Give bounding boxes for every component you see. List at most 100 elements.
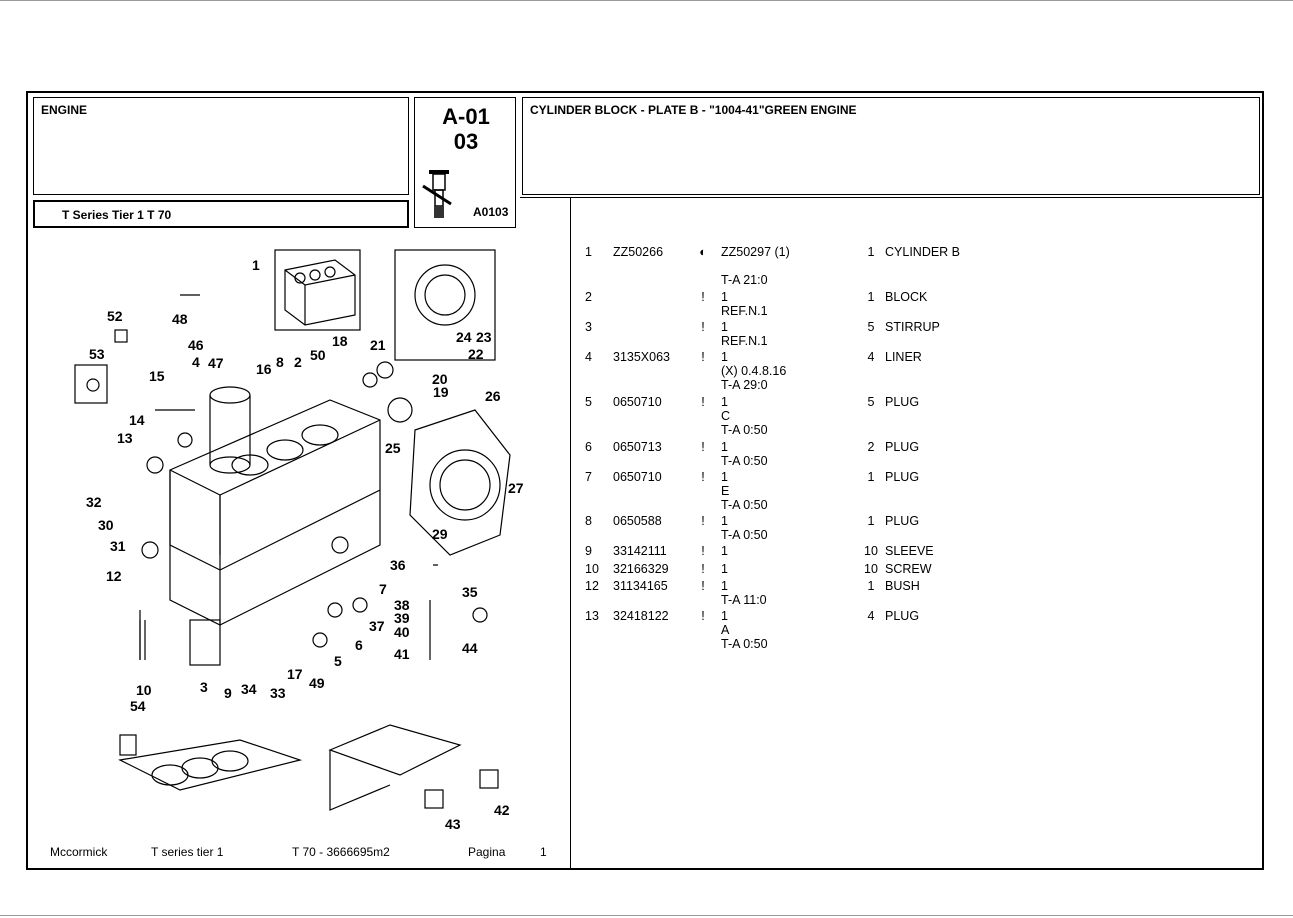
part-detail-line: T-A 29:0	[721, 378, 768, 392]
part-mark: !	[701, 320, 705, 334]
part-quantity: 1	[867, 470, 875, 484]
callout-37: 37	[369, 618, 385, 634]
callout-16: 16	[256, 361, 272, 377]
part-position: 6	[585, 440, 592, 454]
code-line-2: 03	[453, 129, 479, 154]
part-detail-line: ZZ50297 (1)	[721, 245, 790, 259]
callout-4: 4	[192, 354, 200, 370]
footer-model: T 70 - 3666695m2	[292, 845, 390, 859]
part-detail-line: C	[721, 409, 731, 423]
part-code: 32418122	[613, 609, 669, 623]
callout-31: 31	[110, 538, 126, 554]
part-position: 9	[585, 544, 592, 558]
part-position: 8	[585, 514, 592, 528]
part-description: STIRRUP	[885, 320, 940, 334]
divider-rule	[520, 197, 1263, 198]
part-detail-line: 1	[721, 290, 728, 304]
part-detail-line: T-A 0:50	[721, 528, 768, 542]
part-code: 32166329	[613, 562, 669, 576]
part-detail-line: T-A 21:0	[721, 273, 768, 287]
part-detail-line: 1	[721, 395, 728, 409]
callout-43: 43	[445, 816, 461, 832]
callout-10: 10	[136, 682, 152, 698]
callout-22: 22	[468, 346, 484, 362]
part-details: 1	[721, 544, 728, 558]
part-detail-line	[721, 259, 790, 273]
part-quantity: 1	[867, 579, 875, 593]
part-position: 10	[585, 562, 599, 576]
callout-13: 13	[117, 430, 133, 446]
callout-49: 49	[309, 675, 325, 691]
part-mark: !	[701, 609, 705, 623]
figure-ref: A0103	[473, 205, 509, 219]
callout-50: 50	[310, 347, 326, 363]
callout-53: 53	[89, 346, 105, 362]
callout-52: 52	[107, 308, 123, 324]
part-quantity: 1	[867, 290, 875, 304]
part-detail-line: REF.N.1	[721, 334, 768, 348]
part-position: 7	[585, 470, 592, 484]
page-frame	[26, 91, 1264, 870]
callout-44: 44	[462, 640, 478, 656]
part-quantity: 1	[867, 514, 875, 528]
callout-3: 3	[200, 679, 208, 695]
series-box: T Series Tier 1 T 70	[33, 200, 409, 228]
part-mark: ◐	[699, 245, 707, 259]
callout-35: 35	[462, 584, 478, 600]
part-detail-line: 1	[721, 440, 728, 454]
footer-page-label: Pagina	[468, 845, 506, 859]
callout-32: 32	[86, 494, 102, 510]
callout-7: 7	[379, 581, 387, 597]
callout-46: 46	[188, 337, 204, 353]
callout-39: 39	[394, 610, 410, 626]
callout-14: 14	[129, 412, 145, 428]
part-description: BLOCK	[885, 290, 928, 304]
callout-34: 34	[241, 681, 257, 697]
part-position: 4	[585, 350, 592, 364]
part-detail-line: E	[721, 484, 730, 498]
footer-series: T series tier 1	[151, 845, 224, 859]
part-detail-line: 1	[721, 544, 728, 558]
part-code: 31134165	[613, 579, 668, 593]
part-code: 0650588	[613, 514, 662, 528]
part-mark: !	[701, 544, 705, 558]
callout-5: 5	[334, 653, 342, 669]
callout-29: 29	[432, 526, 448, 542]
callout-1: 1	[252, 257, 260, 273]
part-quantity: 10	[864, 562, 878, 576]
part-details: ZZ50297 (1) T-A 21:0	[721, 245, 790, 287]
part-mark: !	[701, 440, 705, 454]
part-description: LINER	[885, 350, 922, 364]
part-position: 5	[585, 395, 592, 409]
callout-21: 21	[370, 337, 386, 353]
part-quantity: 4	[867, 350, 875, 364]
footer-page-number: 1	[540, 845, 547, 859]
callout-40: 40	[394, 624, 410, 640]
part-mark: !	[701, 290, 705, 304]
engine-part-icon	[421, 168, 455, 224]
callout-48: 48	[172, 311, 188, 327]
part-position: 1	[585, 245, 592, 259]
footer-brand: Mccormick	[50, 845, 108, 859]
part-mark: !	[701, 514, 705, 528]
part-quantity: 5	[867, 395, 875, 409]
callout-2: 2	[294, 354, 302, 370]
part-detail-line: T-A 0:50	[721, 454, 768, 468]
part-mark: !	[701, 395, 705, 409]
part-quantity: 1	[867, 245, 875, 259]
part-detail-line: 1	[721, 470, 728, 484]
part-detail-line: T-A 0:50	[721, 498, 768, 512]
page-title: CYLINDER BLOCK - PLATE B - "1004-41"GREE…	[530, 103, 857, 117]
section-title: ENGINE	[41, 103, 88, 117]
part-position: 12	[585, 579, 599, 593]
callout-47: 47	[208, 355, 224, 371]
callout-20: 20	[432, 371, 448, 387]
part-detail-line: 1	[721, 579, 728, 593]
exploded-parts-diagram: 1 2 3 4 5 6 7 8 9 10 12 13 14 15 16 17 1…	[40, 240, 550, 840]
part-mark: !	[701, 350, 705, 364]
